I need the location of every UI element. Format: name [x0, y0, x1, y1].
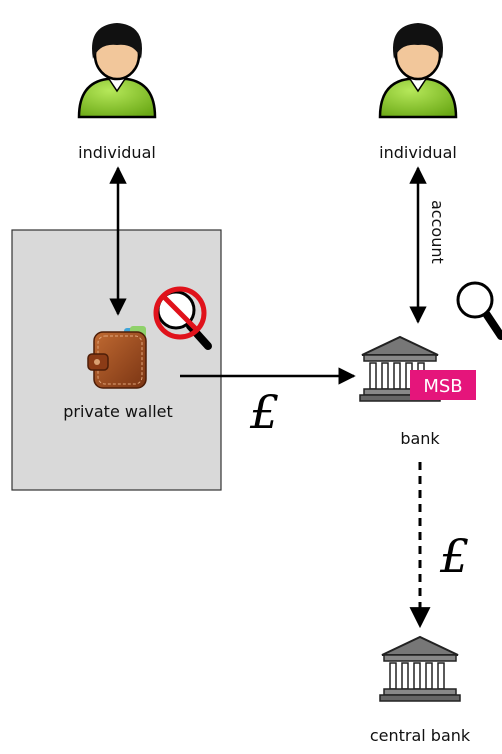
- bank-label: bank: [400, 429, 440, 448]
- bank-building-icon: [359, 335, 441, 402]
- private-wallet-label: private wallet: [63, 402, 173, 421]
- account-label: account: [428, 200, 447, 264]
- no-magnifier-icon: [153, 286, 212, 350]
- individual-left-label: individual: [78, 143, 156, 162]
- user-icon: [378, 23, 458, 119]
- user-icon: [77, 23, 157, 119]
- msb-badge: MSB: [410, 370, 476, 400]
- pound-transfer-label: £: [249, 385, 279, 439]
- pound-settlement-label: £: [439, 529, 469, 583]
- msb-badge-label: MSB: [423, 376, 462, 397]
- central-bank-label: central bank: [370, 726, 471, 745]
- magnifier-icon: [456, 281, 502, 340]
- bank-building-icon: [379, 635, 461, 702]
- individual-right-label: individual: [379, 143, 457, 162]
- wallet-icon: [87, 326, 147, 389]
